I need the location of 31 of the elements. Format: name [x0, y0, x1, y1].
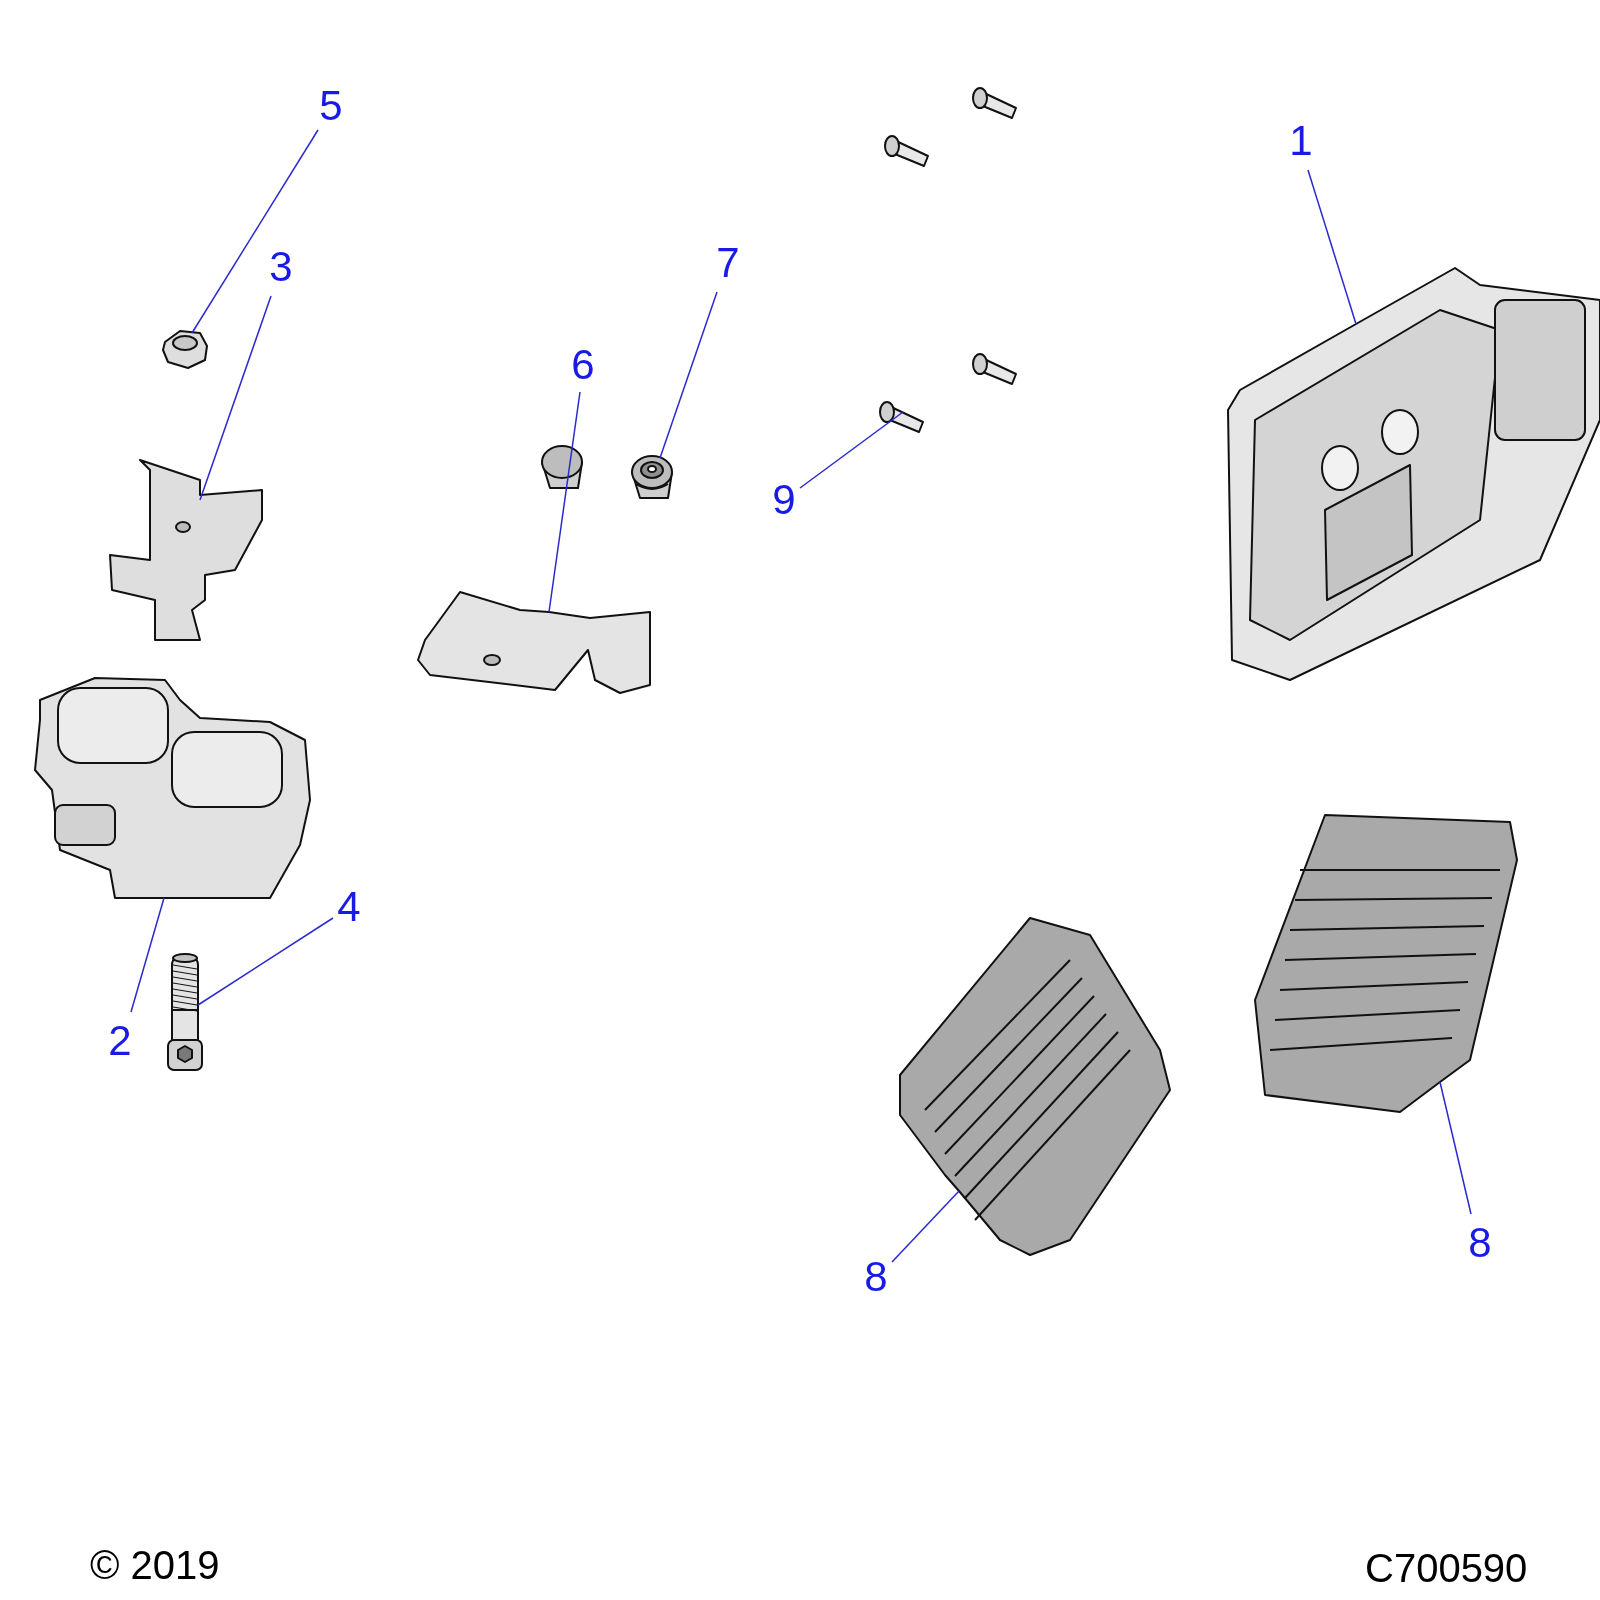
leader-line: [891, 1190, 960, 1263]
ignition-coil-drawing: [34, 677, 311, 899]
leader-line: [548, 391, 581, 613]
screw-drawing: [879, 401, 924, 433]
leader-line: [799, 411, 904, 489]
leader-line: [191, 129, 319, 334]
callout-number: 2: [108, 1020, 132, 1062]
clip-drawing: [109, 459, 263, 641]
regulator-drawing: [899, 917, 1171, 1256]
leader-line: [659, 291, 718, 459]
control-module-drawing: [1227, 267, 1600, 681]
nut-drawing: [162, 330, 208, 369]
leader-line: [1439, 1081, 1472, 1215]
callout-number: 9: [772, 479, 796, 521]
callout-number: 8: [864, 1256, 888, 1298]
callout-number: 3: [269, 246, 293, 288]
grommet-drawing: [631, 455, 673, 499]
bolt-drawing: [167, 953, 203, 1071]
bracket-drawing: [417, 591, 651, 694]
figure-code: C700590: [1365, 1548, 1528, 1588]
callout-number: 4: [337, 886, 361, 928]
regulator-drawing: [1254, 814, 1518, 1113]
callout-number: 8: [1468, 1222, 1492, 1264]
leader-line: [130, 897, 165, 1013]
copyright-note: © 2019: [90, 1545, 220, 1585]
leader-line: [1307, 169, 1357, 325]
leader-line: [197, 917, 334, 1006]
callout-number: 6: [571, 344, 595, 386]
callout-number: 5: [319, 85, 343, 127]
callout-number: 1: [1289, 120, 1313, 162]
callout-number: 7: [716, 242, 740, 284]
